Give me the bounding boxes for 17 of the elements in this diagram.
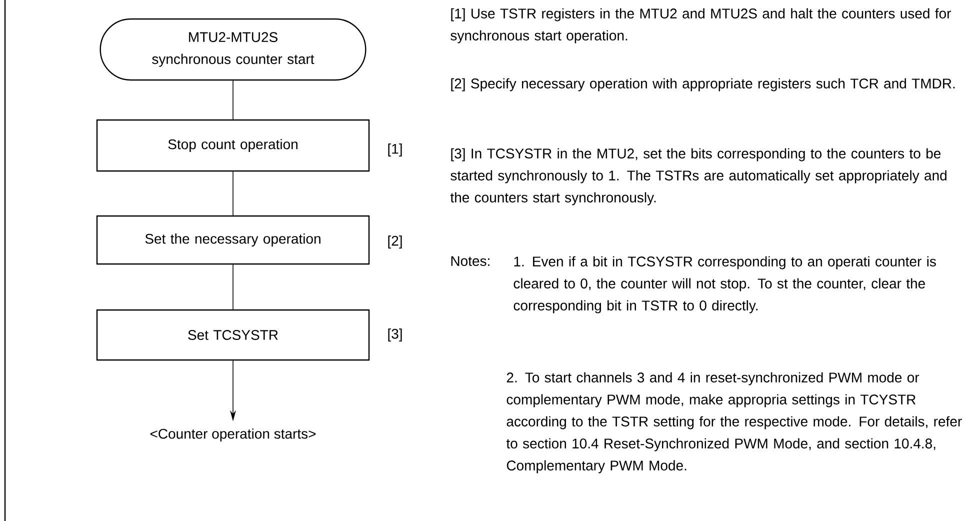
step-description: [2] Specify necessary operation with appropriate registers such TCR and TMDR. xyxy=(451,78,955,92)
note-text: 1. Even if a bit in TCSYSTR corresponding to an operati counter is cleared to 0, the counter will not stop. To st the counter, clear the corresponding bit in TSTR to 0 directly. xyxy=(514,256,936,314)
end-text: <Counter operation starts> xyxy=(150,428,316,442)
process-box: Stop count operation xyxy=(96,119,370,172)
step-number: [2] xyxy=(388,235,402,249)
connector-line xyxy=(232,171,234,216)
connector-line xyxy=(232,80,234,120)
step-number: [3] xyxy=(388,328,402,342)
note-text: 2. To start channels 3 and 4 in reset-synchronized PWM mode or complementary PWM mode, make appropria settings in TCYSTR according to the TSTR setting for the respective mode. For details, refer to section 10.4 Reset-Synchronized PWM Mode, and section 10.4.8, Complementary PWM Mode. xyxy=(506,372,962,474)
notes-heading: Notes: xyxy=(451,256,490,266)
step-number: [1] xyxy=(388,143,402,157)
process-box: Set the necessary operation xyxy=(96,215,370,265)
start-terminator: MTU2-MTU2S synchronous counter start xyxy=(100,18,366,81)
process-box: Set TCSYSTR xyxy=(96,309,370,361)
step-description: [3] In TCSYSTR in the MTU2, set the bits corresponding to the counters to be started synchronously to 1. The TSTRs are automatically set appropriately and the counters start synchronously. xyxy=(450,148,946,206)
connector-line xyxy=(232,264,234,310)
step-description: [1] Use TSTR registers in the MTU2 and MTU2S and halt the counters used for synchronous start operation. xyxy=(450,8,951,44)
